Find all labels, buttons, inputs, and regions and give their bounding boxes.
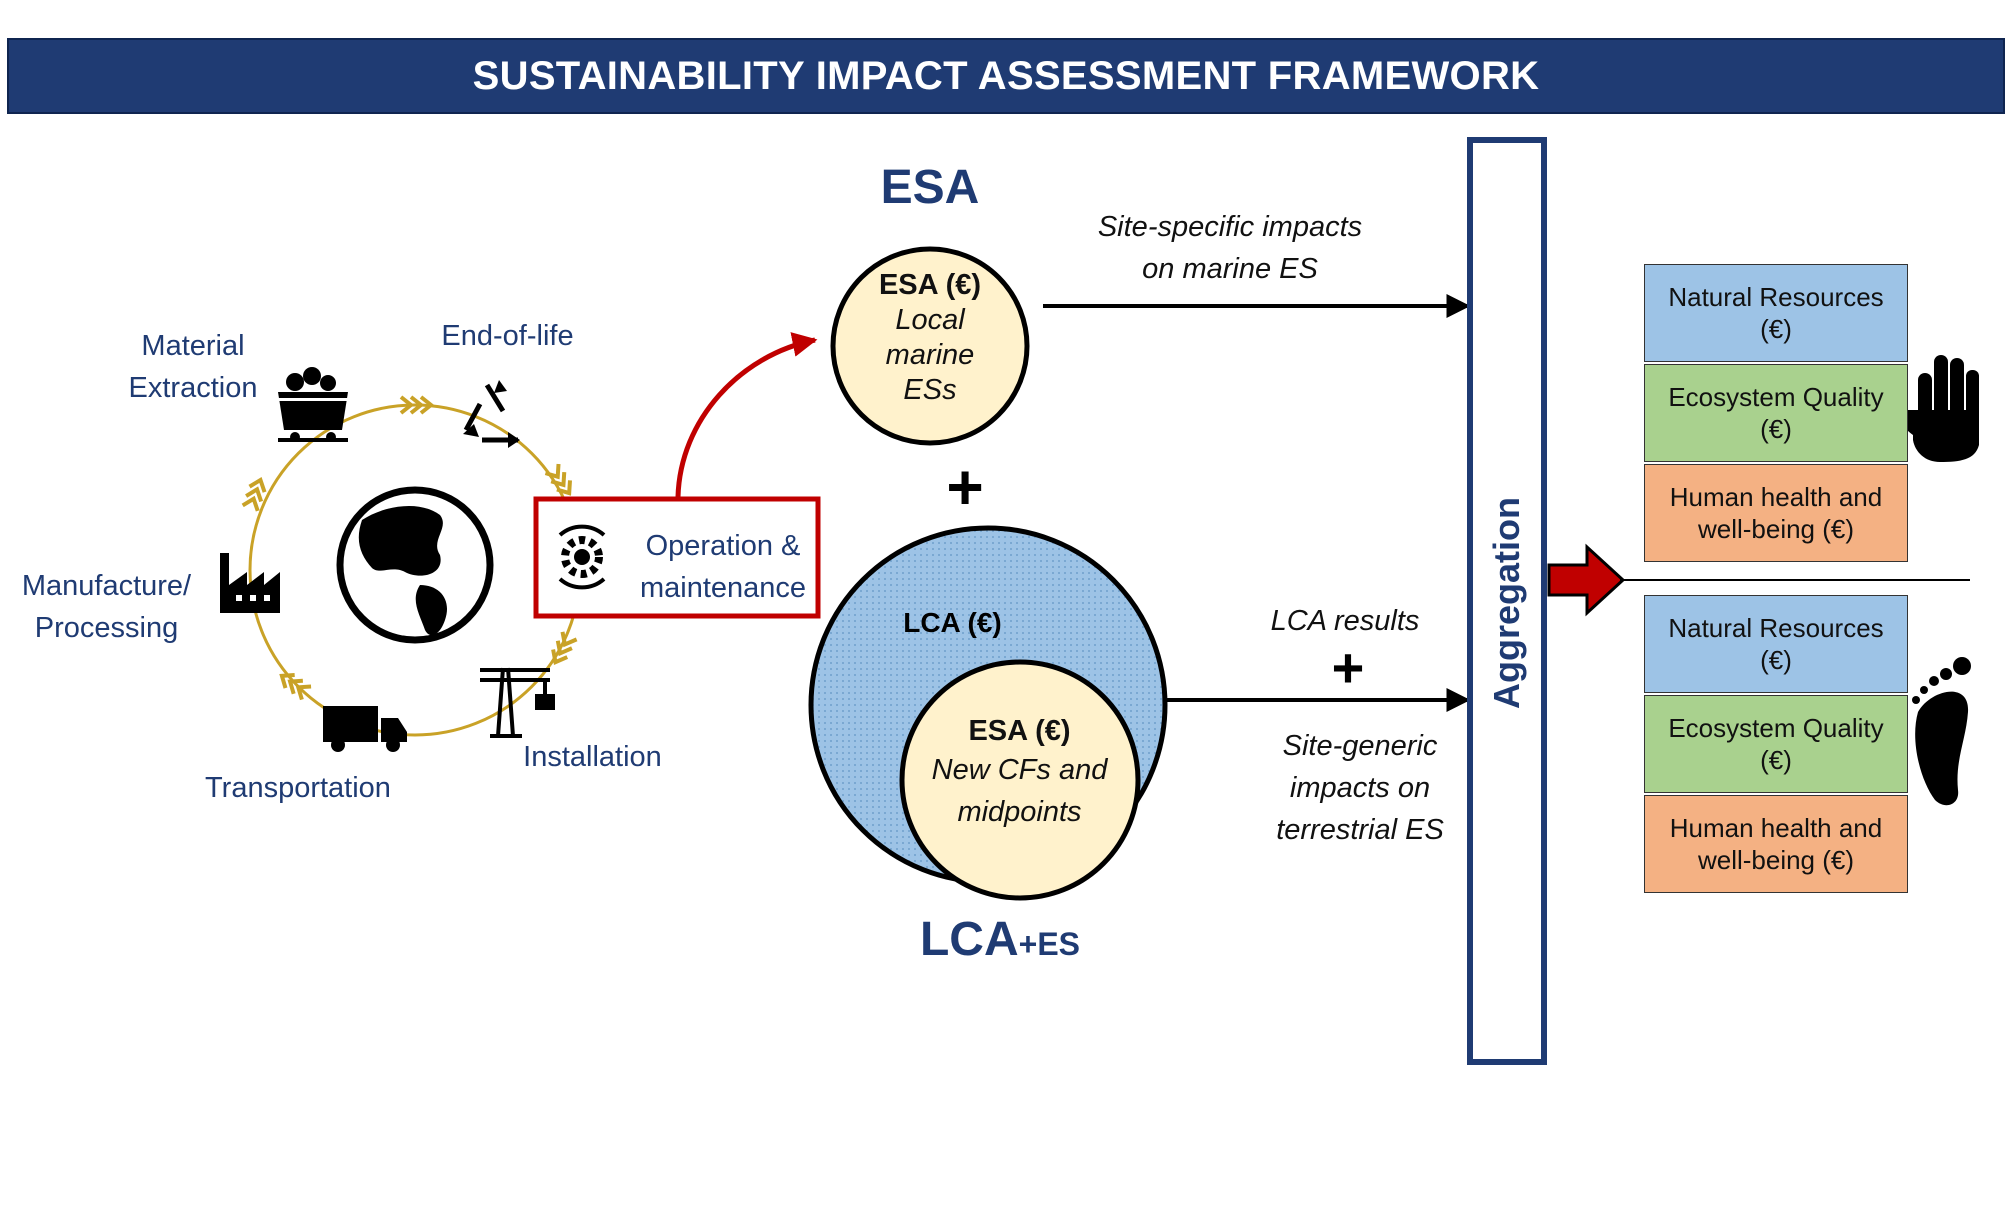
lca-inner-line-2: midpoints [957,796,1082,828]
label-operation: Operation & maintenance [628,525,818,609]
factory-icon [220,553,280,613]
label-manufacture: Manufacture/ Processing [14,565,199,649]
esa-circle [830,246,1030,446]
footprint-icon [1912,657,1971,806]
lca-generic-label: Site-generic impacts on terrestrial ES [1235,725,1485,851]
hp-hh-line-1: Human health and [1669,482,1883,512]
banner-title: SUSTAINABILITY IMPACT ASSESSMENT FRAMEWO… [472,53,1540,98]
lca-inner-circle [899,659,1141,901]
operation-to-esa-arrow [675,332,818,498]
hp-eq-line-2: (€) [1760,414,1792,444]
footprint-natural-resources: Natural Resources(€) [1644,595,1908,693]
lca-results-label: LCA results [1270,605,1420,637]
label-material-extraction: Material Extraction [118,325,268,409]
esa-arrow-label: Site-specific impacts on marine ES [1080,206,1380,290]
lca-generic-line-3: terrestrial ES [1276,814,1444,846]
fp-nr-line-2: (€) [1760,645,1792,675]
lca-inner-line-1: New CFs and [931,754,1108,786]
esa-circle-line-2: marine [885,339,975,371]
lca-outer-title: LCA (€) [903,607,1002,638]
hp-hh-line-2: well-being (€) [1697,514,1855,544]
material-line-1: Material [141,330,245,362]
title-banner: SUSTAINABILITY IMPACT ASSESSMENT FRAMEWO… [7,38,2005,114]
manufacture-line-1: Manufacture/ [21,570,192,602]
esa-arrow-label-2: on marine ES [1142,253,1318,285]
aggregation-bar [1467,137,1547,1065]
lca-heading-main: LCA [919,913,1019,966]
lca-inner-text: ESA (€) New CFs and midpoints [912,713,1127,833]
aggregation-label: Aggregation [1486,497,1527,709]
handprint-ecosystem-quality: Ecosystem Quality(€) [1644,364,1908,462]
ring-chevrons [241,395,578,701]
fp-eq-line-2: (€) [1760,745,1792,775]
hp-nr-line-2: (€) [1760,314,1792,344]
footprint-ecosystem-quality: Ecosystem Quality(€) [1644,695,1908,793]
hand-icon [1901,355,1979,462]
esa-circle-line-3: ESs [903,374,957,406]
label-end-of-life: End-of-life [441,320,574,352]
fp-hh-line-2: well-being (€) [1697,845,1855,875]
lca-generic-line-1: Site-generic [1282,730,1438,762]
plus-sign: + [946,451,984,523]
crane-icon [480,667,555,738]
operation-line-1: Operation & [645,530,801,562]
lca-heading-sub: +ES [1018,926,1081,962]
operation-line-2: maintenance [639,572,807,604]
recycle-icon [463,380,520,448]
fp-nr-line-1: Natural Resources [1668,613,1884,643]
lca-generic-line-2: impacts on [1289,772,1431,804]
mine-cart-icon [278,367,348,442]
esa-heading: ESA [880,161,980,214]
lca-plus-sign: + [1331,636,1365,699]
truck-icon [323,706,407,752]
gear-cycle-icon [558,524,606,590]
label-installation: Installation [523,741,662,773]
esa-circle-text: ESA (€) Local marine ESs [850,268,1010,408]
esa-circle-title: ESA (€) [878,269,982,301]
hp-eq-line-1: Ecosystem Quality [1668,382,1884,412]
material-line-2: Extraction [128,372,258,404]
esa-circle-line-1: Local [895,304,965,336]
fp-eq-line-1: Ecosystem Quality [1668,713,1884,743]
label-transportation: Transportation [205,772,391,804]
globe-icon [336,486,494,644]
manufacture-line-2: Processing [34,612,179,644]
esa-arrow-label-1: Site-specific impacts [1097,211,1363,243]
output-arrow [1547,543,1626,617]
handprint-natural-resources: Natural Resources(€) [1644,264,1908,362]
hp-nr-line-1: Natural Resources [1668,282,1884,312]
fp-hh-line-1: Human health and [1669,813,1883,843]
lca-heading: LCA+ES [880,912,1120,967]
lca-inner-title: ESA (€) [968,715,1071,747]
